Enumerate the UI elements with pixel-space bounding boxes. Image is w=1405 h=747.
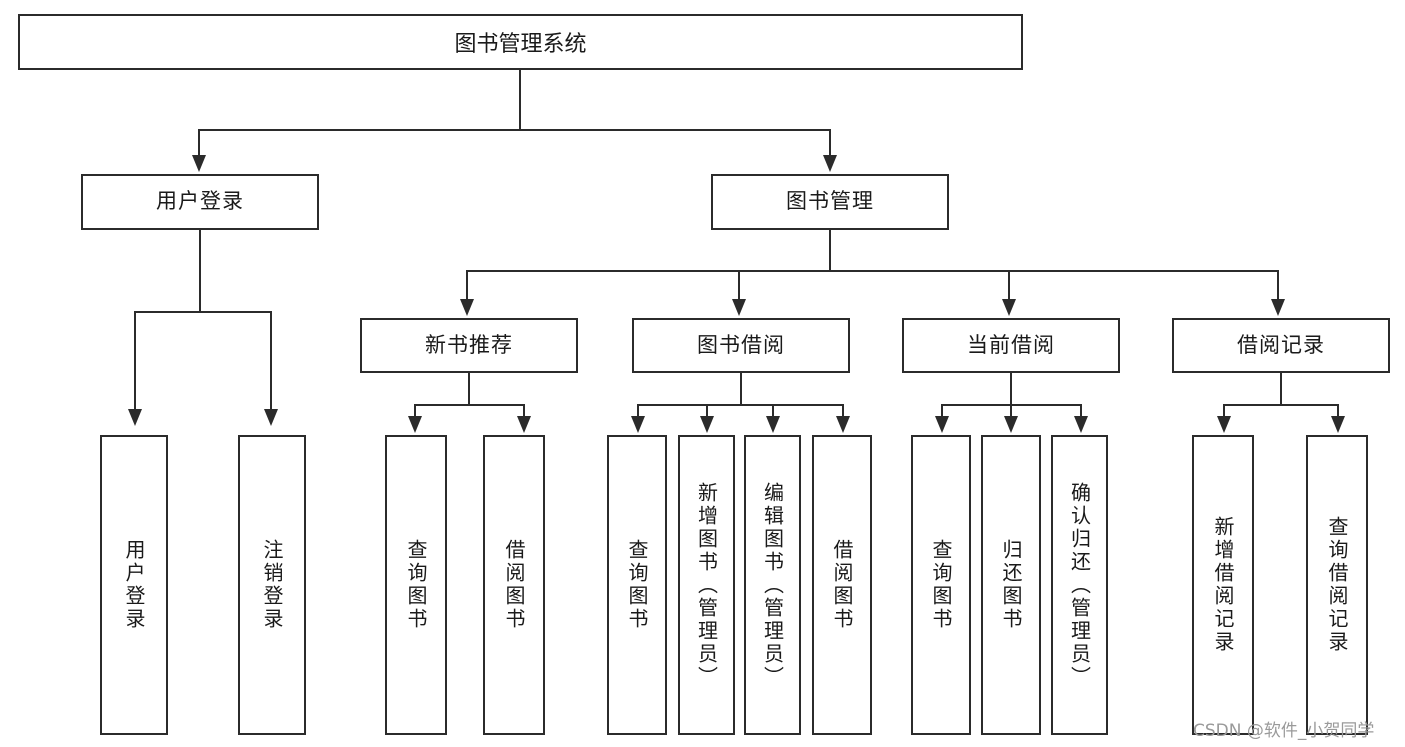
leaf-label: 查询图书 xyxy=(625,539,649,631)
arrowhead-new-book-recommend xyxy=(460,299,474,316)
arrowhead-bookborrow-leaf-0 xyxy=(631,416,645,433)
arrowhead-current-borrow xyxy=(1002,299,1016,316)
arrowhead-bookborrow-leaf-2 xyxy=(766,416,780,433)
connector-currentborrow-stem xyxy=(1010,373,1012,405)
connector-bm-to-new-book xyxy=(466,270,468,301)
leaf-label: 查询图书 xyxy=(929,539,953,631)
arrowhead-newbook-leaf-1 xyxy=(517,416,531,433)
connector-bookborrow-bus xyxy=(637,404,843,406)
arrowhead-bookborrow-leaf-3 xyxy=(836,416,850,433)
connector-bm-to-current-borrow xyxy=(1008,270,1010,301)
connector-borrowrecord-stem xyxy=(1280,373,1282,405)
leaf-label: 借阅图书 xyxy=(502,539,526,631)
leaf-label: 确认归还（管理员） xyxy=(1067,481,1092,689)
connector-bookborrow-to-leaf-2 xyxy=(772,404,774,418)
leaf-label: 查询图书 xyxy=(404,539,428,631)
connector-borrowrecord-to-leaf-1 xyxy=(1337,404,1339,418)
arrowhead-borrow-record xyxy=(1271,299,1285,316)
leaf-label: 编辑图书（管理员） xyxy=(760,481,785,689)
node-label: 图书借阅 xyxy=(697,332,785,357)
arrowhead-borrowrecord-leaf-1 xyxy=(1331,416,1345,433)
leaf-label: 注销登录 xyxy=(260,539,284,631)
leaf-user-login[interactable]: 用户登录 xyxy=(100,435,168,735)
leaf-logout[interactable]: 注销登录 xyxy=(238,435,306,735)
leaf-query-borrow-record[interactable]: 查询借阅记录 xyxy=(1306,435,1368,735)
connector-book-management-stem xyxy=(829,230,831,272)
connector-newbook-to-leaf-0 xyxy=(414,404,416,418)
node-label: 新书推荐 xyxy=(425,332,513,357)
leaf-borrow-book[interactable]: 借阅图书 xyxy=(812,435,872,735)
leaf-return-book[interactable]: 归还图书 xyxy=(981,435,1041,735)
connector-currentborrow-to-leaf-0 xyxy=(941,404,943,418)
leaf-label: 查询借阅记录 xyxy=(1325,516,1349,654)
arrowhead-currentborrow-leaf-2 xyxy=(1074,416,1088,433)
node-label: 借阅记录 xyxy=(1237,332,1325,357)
leaf-label: 归还图书 xyxy=(999,539,1023,631)
connector-user-login-bus xyxy=(134,311,271,313)
node-user-login[interactable]: 用户登录 xyxy=(81,174,319,230)
leaf-edit-book-admin[interactable]: 编辑图书（管理员） xyxy=(744,435,801,735)
arrowhead-currentborrow-leaf-0 xyxy=(935,416,949,433)
connector-borrowrecord-to-leaf-0 xyxy=(1223,404,1225,418)
node-label: 当前借阅 xyxy=(967,332,1055,357)
arrowhead-user-login xyxy=(192,155,206,172)
leaf-query-book-borrow[interactable]: 查询图书 xyxy=(607,435,667,735)
node-new-book-recommend[interactable]: 新书推荐 xyxy=(360,318,578,373)
connector-bookborrow-to-leaf-0 xyxy=(637,404,639,418)
node-label: 图书管理 xyxy=(786,189,874,214)
node-label: 图书管理系统 xyxy=(454,32,587,57)
leaf-add-book-admin[interactable]: 新增图书（管理员） xyxy=(678,435,735,735)
connector-currentborrow-to-leaf-1 xyxy=(1010,404,1012,418)
node-borrow-record[interactable]: 借阅记录 xyxy=(1172,318,1390,373)
arrowhead-borrowrecord-leaf-0 xyxy=(1217,416,1231,433)
connector-newbook-bus xyxy=(414,404,524,406)
node-current-borrow[interactable]: 当前借阅 xyxy=(902,318,1120,373)
connector-user-login-to-leaf-1 xyxy=(270,311,272,411)
leaf-add-borrow-record[interactable]: 新增借阅记录 xyxy=(1192,435,1254,735)
arrowhead-book-borrow xyxy=(732,299,746,316)
leaf-borrow-book-recommend[interactable]: 借阅图书 xyxy=(483,435,545,735)
connector-newbook-stem xyxy=(468,373,470,405)
node-root-book-management-system[interactable]: 图书管理系统 xyxy=(18,14,1023,70)
node-label: 用户登录 xyxy=(156,189,244,214)
connector-borrowrecord-bus xyxy=(1223,404,1338,406)
connector-newbook-to-leaf-1 xyxy=(523,404,525,418)
connector-root-stem xyxy=(519,70,521,130)
leaf-query-book-current[interactable]: 查询图书 xyxy=(911,435,971,735)
arrowhead-leaf-logout xyxy=(264,409,278,426)
node-book-borrow[interactable]: 图书借阅 xyxy=(632,318,850,373)
arrowhead-book-management xyxy=(823,155,837,172)
connector-bm-to-borrow-record xyxy=(1277,270,1279,301)
csdn-watermark: CSDN @软件_小贺同学 xyxy=(1193,716,1374,741)
connector-book-management-bus xyxy=(466,270,1278,272)
connector-bookborrow-stem xyxy=(740,373,742,405)
connector-currentborrow-to-leaf-2 xyxy=(1080,404,1082,418)
watermark-text: CSDN @软件_小贺同学 xyxy=(1193,721,1375,741)
arrowhead-leaf-user-login xyxy=(128,409,142,426)
leaf-label: 用户登录 xyxy=(122,539,146,631)
arrowhead-currentborrow-leaf-1 xyxy=(1004,416,1018,433)
node-book-management[interactable]: 图书管理 xyxy=(711,174,949,230)
leaf-label: 新增图书（管理员） xyxy=(694,481,719,689)
connector-bookborrow-to-leaf-1 xyxy=(706,404,708,418)
connector-user-login-stem xyxy=(199,230,201,312)
connector-bookborrow-to-leaf-3 xyxy=(842,404,844,418)
leaf-query-book-recommend[interactable]: 查询图书 xyxy=(385,435,447,735)
arrowhead-newbook-leaf-0 xyxy=(408,416,422,433)
leaf-label: 新增借阅记录 xyxy=(1211,516,1235,654)
leaf-label: 借阅图书 xyxy=(830,539,854,631)
connector-root-bus xyxy=(198,129,831,131)
connector-user-login-to-leaf-0 xyxy=(134,311,136,411)
leaf-confirm-return-admin[interactable]: 确认归还（管理员） xyxy=(1051,435,1108,735)
connector-bm-to-book-borrow xyxy=(738,270,740,301)
connector-root-to-user-login xyxy=(198,129,200,157)
arrowhead-bookborrow-leaf-1 xyxy=(700,416,714,433)
connector-root-to-book-management xyxy=(829,129,831,157)
